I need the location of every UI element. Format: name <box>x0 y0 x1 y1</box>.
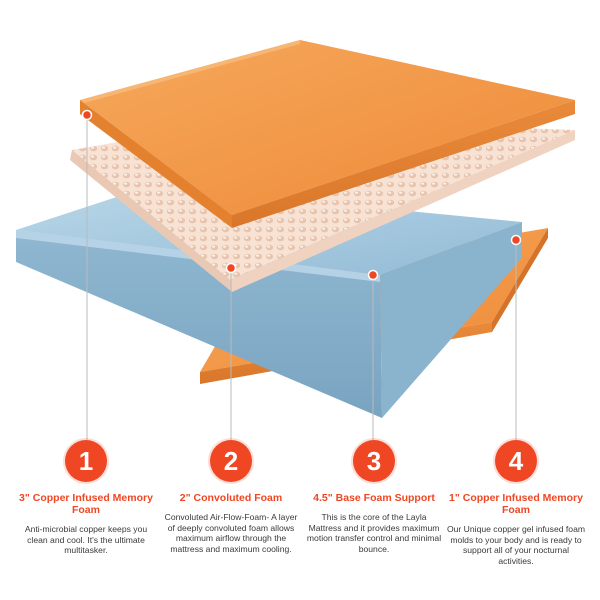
layer-number-badge: 4 <box>495 440 537 482</box>
callout-line-1 <box>81 109 93 440</box>
layer-number-badge: 2 <box>210 440 252 482</box>
layer-title: 1" Copper Infused Memory Foam <box>449 492 583 516</box>
layer-info-2: 2 2" Convoluted Foam Convoluted Air-Flow… <box>161 440 301 554</box>
layer-description: Convoluted Air-Flow-Foam- A layer of dee… <box>164 512 298 554</box>
layer-number-badge: 3 <box>353 440 395 482</box>
layer-number-badge: 1 <box>65 440 107 482</box>
callout-line-3 <box>367 269 379 440</box>
layer-title: 2" Convoluted Foam <box>179 492 283 504</box>
layer-1-copper-memory-foam <box>80 40 575 228</box>
layer-info-4: 4 1" Copper Infused Memory Foam Our Uniq… <box>446 440 586 566</box>
callout-line-2 <box>225 262 237 440</box>
layer-description: Anti-microbial copper keeps you clean an… <box>24 524 148 556</box>
layer-title: 3" Copper Infused Memory Foam <box>19 492 153 516</box>
layer-info-3: 3 4.5" Base Foam Support This is the cor… <box>304 440 444 554</box>
callout-line-4 <box>510 234 522 440</box>
layer-title: 4.5" Base Foam Support <box>313 492 435 504</box>
layer-info-1: 1 3" Copper Infused Memory Foam Anti-mic… <box>16 440 156 556</box>
layer-description: Our Unique copper gel infused foam molds… <box>446 524 586 566</box>
layer-description: This is the core of the Layla Mattress a… <box>306 512 442 554</box>
mattress-exploded-illustration <box>16 40 575 440</box>
